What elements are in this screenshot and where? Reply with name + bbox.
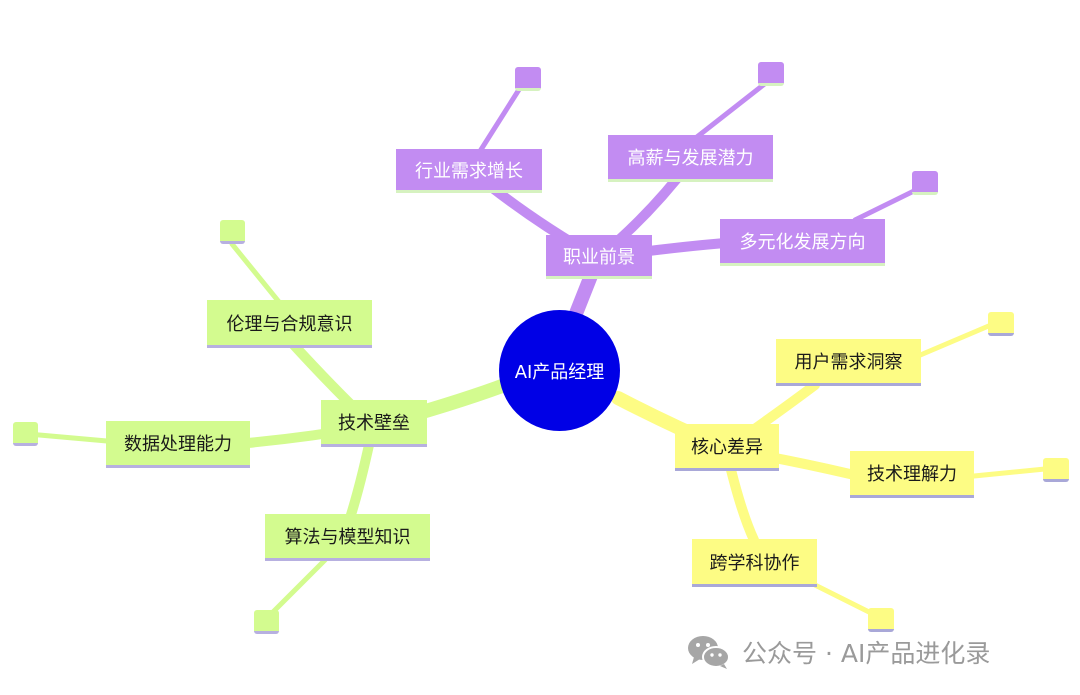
- child-label-industry-demand: 行业需求增长: [415, 160, 523, 182]
- leaf-node-yellow-2: [1043, 458, 1069, 482]
- child-label-algorithm-models: 算法与模型知识: [284, 527, 411, 548]
- branch-label-tech-barrier: 技术壁垒: [338, 413, 410, 434]
- child-label-diverse-directions: 多元化发展方向: [739, 232, 866, 253]
- child-label-data-processing: 数据处理能力: [124, 434, 232, 455]
- leaf-node-green-1: [220, 220, 245, 244]
- branch-node-tech-barrier: 技术壁垒: [321, 400, 427, 447]
- watermark: 公众号 · AI产品进化录: [686, 630, 990, 674]
- child-node-ethics-compliance: 伦理与合规意识: [207, 300, 372, 348]
- child-label-ethics-compliance: 伦理与合规意识: [226, 313, 353, 335]
- child-node-industry-demand: 行业需求增长: [396, 149, 542, 193]
- leaf-node-purple-3: [912, 171, 938, 195]
- child-label-user-insight: 用户需求洞察: [794, 352, 903, 373]
- leaf-node-yellow-1: [988, 312, 1014, 336]
- child-node-user-insight: 用户需求洞察: [776, 339, 921, 386]
- leaf-node-yellow-3: [868, 608, 894, 632]
- child-node-cross-discipline: 跨学科协作: [692, 539, 817, 587]
- leaf-node-green-2: [13, 422, 38, 446]
- child-node-salary-potential: 高薪与发展潜力: [608, 135, 773, 182]
- branch-node-core-diff: 核心差异: [675, 424, 779, 471]
- child-node-diverse-directions: 多元化发展方向: [720, 219, 885, 266]
- leaf-node-purple-1: [515, 67, 541, 91]
- child-label-tech-understanding: 技术理解力: [867, 464, 957, 485]
- branch-node-career: 职业前景: [546, 235, 652, 279]
- leaf-node-green-3: [254, 610, 279, 634]
- leaf-node-purple-2: [758, 62, 784, 86]
- wechat-icon: [686, 632, 732, 672]
- child-node-algorithm-models: 算法与模型知识: [265, 514, 430, 561]
- watermark-text: 公众号 · AI产品进化录: [742, 639, 991, 668]
- center-node: AI产品经理: [499, 310, 620, 431]
- connectors-career: [455, 79, 923, 323]
- branch-label-career: 职业前景: [563, 246, 635, 268]
- child-node-data-processing: 数据处理能力: [106, 421, 250, 468]
- center-label: AI产品经理: [514, 361, 605, 383]
- child-node-tech-understanding: 技术理解力: [850, 451, 974, 498]
- child-label-salary-potential: 高薪与发展潜力: [627, 148, 754, 169]
- child-label-cross-discipline: 跨学科协作: [709, 552, 800, 574]
- branch-label-core-diff: 核心差异: [691, 437, 763, 458]
